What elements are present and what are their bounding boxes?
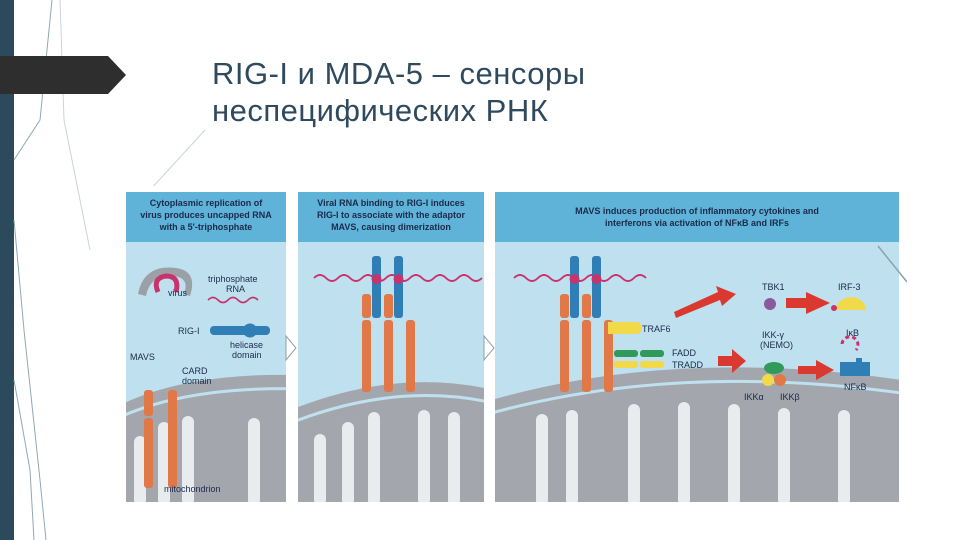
decorative-lines: [13, 0, 206, 540]
irf3-protein: [836, 297, 866, 310]
panel-2: Viral RNA binding to RIG-I induces RIG-I…: [298, 192, 484, 502]
label-nfkb: NFκB: [844, 382, 867, 392]
mavs-dimer-3: [406, 320, 415, 392]
mavs-dimer-2: [384, 320, 393, 392]
slide-title: RIG-I и MDA-5 – сенсоры неспецифических …: [212, 55, 912, 129]
label-nemo: (NEMO): [760, 340, 793, 350]
mavs-card-1: [144, 390, 153, 416]
label-mitochondrion: mitochondrion: [164, 484, 221, 494]
rig-i-dimer-2: [394, 256, 403, 318]
slide-title-line-1: RIG-I и MDA-5 – сенсоры: [212, 56, 586, 91]
label-triphosphate: triphosphate: [208, 274, 258, 284]
panel-1-caption-line-2: virus produces uncapped RNA: [140, 210, 272, 220]
arrow-to-tbk1: [674, 286, 736, 318]
label-virus: virus: [168, 288, 188, 298]
arrow-to-irf3: [786, 292, 830, 314]
panel-2-caption-line-1: Viral RNA binding to RIG-I induces: [317, 198, 465, 208]
rig-i-dimer-3: [570, 256, 579, 318]
nfkb-protein: [840, 358, 870, 376]
mavs-signal-3: [604, 320, 613, 392]
label-ikk-gamma: IKK-γ: [762, 330, 785, 340]
mavs-signal-2: [582, 320, 591, 392]
title-marker-arrow: [0, 56, 126, 94]
label-helicase: helicase: [230, 340, 263, 350]
label-card-domain: domain: [182, 376, 212, 386]
nemo-protein: [764, 362, 784, 374]
label-ikk-beta: IKKβ: [780, 392, 800, 402]
ikk-alpha-protein: [762, 374, 774, 386]
ikk-beta-protein: [774, 374, 786, 386]
panel-2-caption-line-2: RIG-I to associate with the adaptor: [317, 210, 466, 220]
mavs-body-1: [144, 418, 153, 488]
slide-title-line-2: неспецифических РНК: [212, 93, 549, 128]
panel-1-header: [126, 192, 286, 242]
label-tradd: TRADD: [672, 360, 703, 370]
label-rig-i: RIG-I: [178, 326, 200, 336]
triphosphate-rna-strand: [207, 296, 259, 304]
arrow-to-ikk: [718, 349, 746, 373]
panel-1: Cytoplasmic replication of virus produce…: [126, 192, 286, 502]
fadd-protein-1: [614, 350, 638, 357]
mavs-body-2: [168, 390, 177, 488]
panel-3-caption-line-2: interferons via activation of NFκB and I…: [605, 218, 789, 228]
label-mavs: MAVS: [130, 352, 155, 362]
mavs-dimer-1: [362, 320, 371, 392]
label-irf3: IRF-3: [838, 282, 861, 292]
panel-3-header: [495, 192, 899, 242]
ikb-protein: [840, 335, 860, 351]
panel-2-caption-line-3: MAVS, causing dimerization: [331, 222, 451, 232]
tradd-protein-1: [614, 361, 638, 368]
label-ikb: IκB: [846, 328, 859, 338]
rig-i-dimer-4: [592, 256, 601, 318]
panel-3: MAVS induces production of inflammatory …: [495, 192, 907, 502]
label-traf6: TRAF6: [642, 324, 671, 334]
tradd-protein-2: [640, 361, 664, 368]
panel-2-header: [298, 192, 484, 242]
mitochondrion-membrane-3: [495, 367, 899, 502]
panel-1-caption-line-3: with a 5'-triphosphate: [159, 222, 253, 232]
tbk1-protein: [764, 298, 776, 310]
label-domain: domain: [232, 350, 262, 360]
fadd-protein-2: [640, 350, 664, 357]
traf6-protein: [608, 322, 642, 334]
viral-rna-strand-3: [513, 274, 647, 282]
label-tbk1: TBK1: [762, 282, 785, 292]
mavs-signal-1: [560, 320, 569, 392]
label-ikk-alpha: IKKα: [744, 392, 764, 402]
rig-i-mavs-pathway-figure: Cytoplasmic replication of virus produce…: [118, 186, 907, 510]
label-fadd: FADD: [672, 348, 697, 358]
rig-i-dimer-1: [372, 256, 381, 318]
virus-rna: [153, 273, 180, 293]
separator-arrow-1: [285, 334, 297, 362]
panel-3-caption-line-1: MAVS induces production of inflammatory …: [575, 206, 819, 216]
slide-sidebar: [0, 0, 14, 540]
label-rna: RNA: [226, 284, 245, 294]
separator-arrow-2: [483, 334, 495, 362]
virus-shape: [138, 267, 193, 296]
rig-i-protein: [210, 326, 270, 335]
arrow-to-nfkb: [798, 360, 834, 380]
panel-1-caption-line-1: Cytoplasmic replication of: [150, 198, 264, 208]
label-card: CARD: [182, 366, 208, 376]
